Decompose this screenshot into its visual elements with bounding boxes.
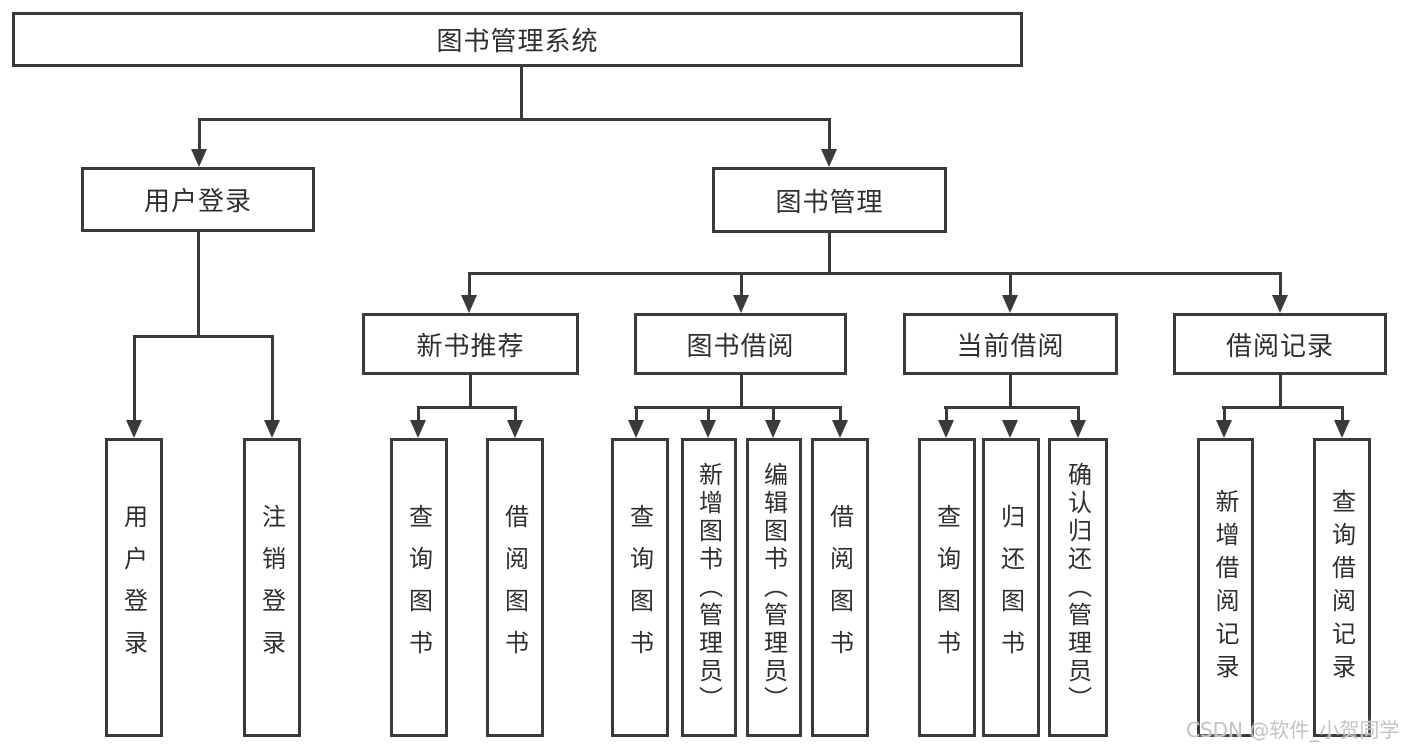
arrowhead-down-icon: [1272, 295, 1288, 313]
connector-line: [271, 336, 274, 423]
connector-line: [740, 374, 743, 409]
arrowhead-down-icon: [507, 420, 523, 438]
connector-line: [198, 118, 831, 121]
connector-line: [944, 406, 1080, 409]
diagram-leaf-label: 查询图书: [404, 503, 433, 672]
diagram-leaf-query-books-current: 查询图书: [918, 438, 976, 737]
connector-line: [417, 406, 517, 409]
arrowhead-down-icon: [821, 149, 837, 167]
diagram-leaf-logout: 注销登录: [243, 438, 301, 737]
connector-line: [1279, 374, 1282, 409]
connector-line: [198, 119, 201, 152]
connector-line: [740, 273, 743, 298]
arrowhead-down-icon: [461, 295, 477, 313]
diagram-leaf-label: 用户登录: [119, 503, 148, 672]
connector-line: [1009, 374, 1012, 409]
connector-line: [634, 406, 842, 409]
diagram-node-new-book-recommend: 新书推荐: [362, 313, 579, 375]
arrowhead-down-icon: [628, 420, 644, 438]
connector-line: [1341, 407, 1344, 423]
diagram-node-borrowing-records: 借阅记录: [1173, 313, 1387, 375]
diagram-leaf-return-books: 归还图书: [982, 438, 1040, 737]
arrowhead-down-icon: [191, 149, 207, 167]
connector-line: [707, 407, 710, 423]
connector-line: [417, 407, 420, 423]
arrowhead-down-icon: [700, 420, 716, 438]
diagram-node-borrowing-records-label: 借阅记录: [1225, 331, 1334, 362]
arrowhead-down-icon: [1334, 420, 1350, 438]
connector-line: [468, 273, 471, 298]
diagram-leaf-label: 注销登录: [257, 503, 286, 672]
diagram-node-root-label: 图书管理系统: [436, 27, 599, 57]
connector-line: [772, 407, 775, 423]
connector-line: [1279, 273, 1282, 298]
connector-line: [945, 407, 948, 423]
connector-line: [839, 407, 842, 423]
diagram-leaf-query-books-borrowing: 查询图书: [611, 438, 669, 737]
connector-line: [133, 335, 274, 338]
connector-line: [514, 407, 517, 423]
diagram-leaf-add-borrow-record: 新增借阅记录: [1197, 438, 1254, 737]
diagram-node-book-borrowing-label: 图书借阅: [686, 331, 795, 362]
connector-line: [469, 374, 472, 409]
connector-line: [828, 232, 831, 275]
diagram-leaf-label: 编辑图书（管理员）: [759, 461, 788, 714]
diagram-leaf-label: 查询借阅记录: [1327, 488, 1356, 687]
arrowhead-down-icon: [1002, 295, 1018, 313]
diagram-node-root: 图书管理系统: [12, 12, 1023, 67]
diagram-leaf-label: 确认归还（管理员）: [1063, 461, 1092, 714]
arrowhead-down-icon: [832, 420, 848, 438]
diagram-node-current-borrowing: 当前借阅: [903, 313, 1118, 375]
diagram-node-book-management-label: 图书管理: [775, 187, 884, 218]
connector-line: [197, 231, 200, 338]
connector-line: [1009, 273, 1012, 298]
arrowhead-down-icon: [1002, 420, 1018, 438]
diagram-node-new-book-recommend-label: 新书推荐: [416, 331, 525, 362]
connector-line: [1077, 407, 1080, 423]
diagram-leaf-label: 查询图书: [625, 503, 654, 672]
connector-line: [828, 119, 831, 152]
arrowhead-down-icon: [765, 420, 781, 438]
diagram-leaf-query-borrow-record: 查询借阅记录: [1313, 438, 1371, 737]
diagram-leaf-label: 借阅图书: [500, 503, 529, 672]
diagram-leaf-label: 归还图书: [996, 503, 1025, 672]
diagram-leaf-borrow-books-recommend: 借阅图书: [486, 438, 544, 737]
connector-line: [468, 272, 1282, 275]
connector-line: [1223, 407, 1226, 423]
diagram-leaf-edit-books-admin: 编辑图书（管理员）: [746, 438, 802, 737]
diagram-leaf-label: 借阅图书: [825, 503, 854, 672]
diagram-leaf-query-books-recommend: 查询图书: [390, 438, 448, 737]
connector-line: [635, 407, 638, 423]
diagram-node-book-borrowing: 图书借阅: [634, 313, 847, 375]
diagram-node-book-management: 图书管理: [712, 167, 947, 233]
connector-line: [133, 336, 136, 423]
arrowhead-down-icon: [1216, 420, 1232, 438]
diagram-leaf-add-books-admin: 新增图书（管理员）: [681, 438, 737, 737]
arrowhead-down-icon: [733, 295, 749, 313]
arrowhead-down-icon: [410, 420, 426, 438]
arrowhead-down-icon: [1070, 420, 1086, 438]
diagram-leaf-user-login: 用户登录: [105, 438, 163, 737]
arrowhead-down-icon: [938, 420, 954, 438]
diagram-leaf-label: 查询图书: [932, 503, 961, 672]
arrowhead-down-icon: [264, 420, 280, 438]
diagram-node-user-login-label: 用户登录: [143, 187, 252, 217]
arrowhead-down-icon: [126, 420, 142, 438]
diagram-leaf-confirm-return-admin: 确认归还（管理员）: [1048, 438, 1108, 737]
connector-line: [1222, 406, 1344, 409]
connector-line: [520, 66, 523, 121]
csdn-watermark: CSDN @软件_小贺同学: [1186, 718, 1400, 742]
diagram-leaf-label: 新增借阅记录: [1211, 488, 1239, 687]
diagram-leaf-borrow-books: 借阅图书: [811, 438, 869, 737]
diagram-node-user-login: 用户登录: [81, 167, 315, 232]
diagram-node-current-borrowing-label: 当前借阅: [956, 331, 1065, 362]
diagram-leaf-label: 新增图书（管理员）: [694, 461, 723, 714]
